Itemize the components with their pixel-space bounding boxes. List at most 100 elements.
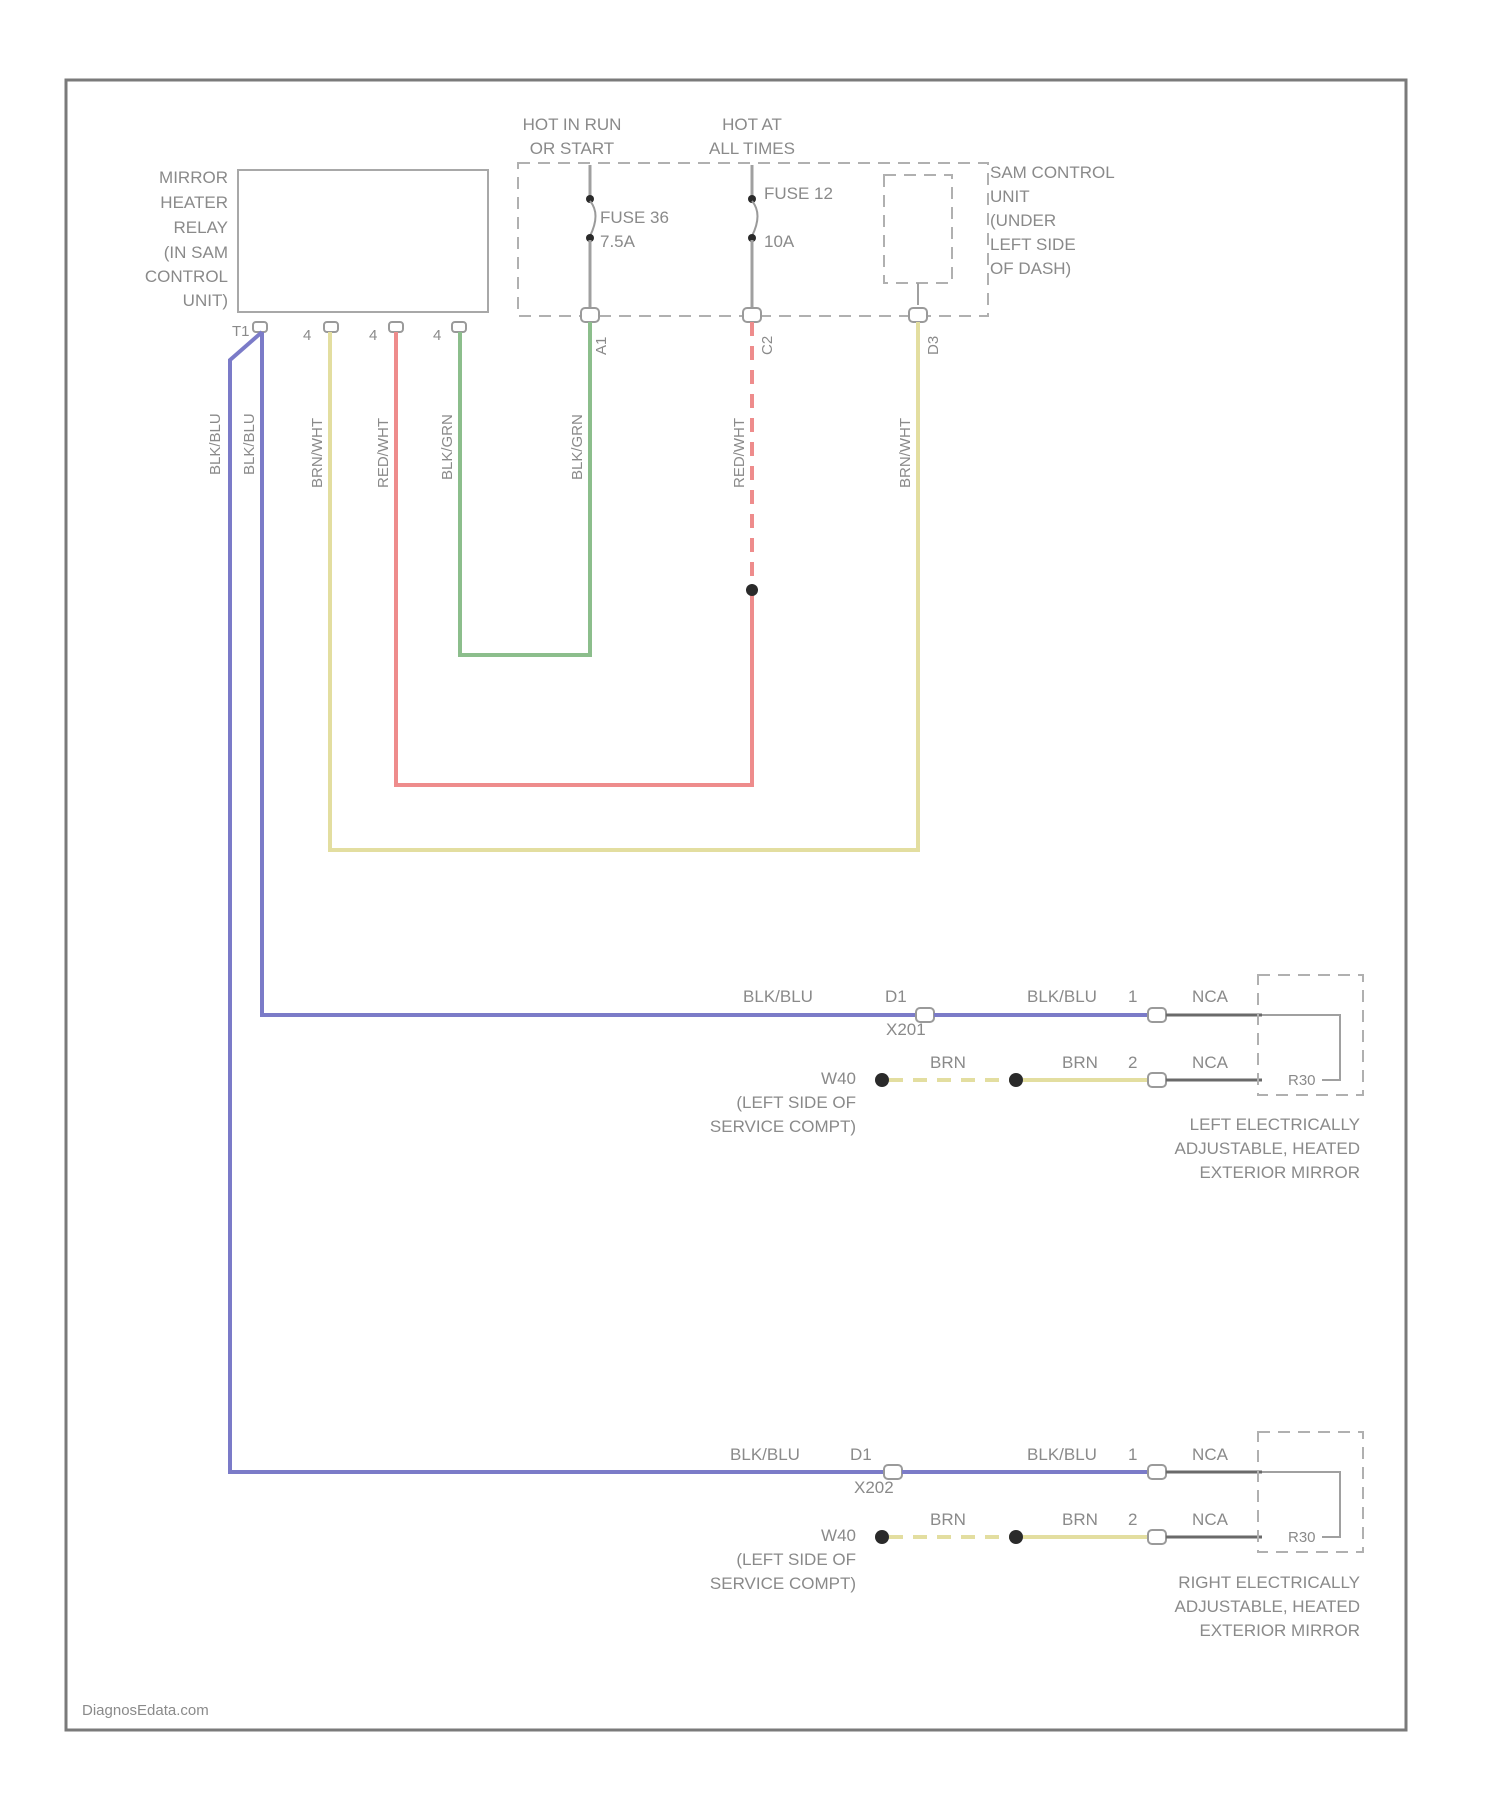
power-labels: HOT IN RUN OR START HOT AT ALL TIMES bbox=[523, 115, 795, 158]
right-conn-name: X202 bbox=[854, 1478, 894, 1497]
sam-label-2: UNIT bbox=[990, 187, 1030, 206]
relay-pin-c-terminal bbox=[452, 322, 466, 332]
left-brn-b: BRN bbox=[1062, 1053, 1098, 1072]
relay-pin-b: 4 bbox=[369, 327, 377, 344]
right-splice bbox=[1009, 1530, 1023, 1544]
left-wire-a-label: BLK/BLU bbox=[743, 987, 813, 1006]
relay-pin-a: 4 bbox=[303, 327, 311, 344]
fuse-12-icon bbox=[752, 201, 758, 236]
left-heater-lead bbox=[1262, 1015, 1340, 1080]
right-nca1: NCA bbox=[1192, 1445, 1229, 1464]
relay-pin-t1: T1 bbox=[232, 323, 250, 340]
fuse-36-rating: 7.5A bbox=[600, 232, 636, 251]
right-brn-b: BRN bbox=[1062, 1510, 1098, 1529]
hot-in-run-line2: OR START bbox=[530, 139, 614, 158]
fuse-12-label: FUSE 12 bbox=[764, 184, 833, 203]
right-heater-lead bbox=[1262, 1472, 1340, 1537]
relay-label-1: MIRROR bbox=[159, 168, 228, 187]
right-mirror-pin1 bbox=[1148, 1465, 1166, 1479]
relay-label-3: RELAY bbox=[174, 218, 229, 237]
hot-in-run-line1: HOT IN RUN bbox=[523, 115, 622, 134]
relay-label-5: CONTROL bbox=[145, 267, 228, 286]
fuse-36-label: FUSE 36 bbox=[600, 208, 669, 227]
right-mirror-pin2 bbox=[1148, 1530, 1166, 1544]
pin-c2-label: C2 bbox=[759, 336, 776, 355]
right-wire-a-label: BLK/BLU bbox=[730, 1445, 800, 1464]
wire-brn-wht bbox=[330, 322, 918, 850]
relay-label-6: UNIT) bbox=[183, 291, 228, 310]
left-mirror-name-1: LEFT ELECTRICALLY bbox=[1190, 1115, 1360, 1134]
left-pin1: 1 bbox=[1128, 987, 1137, 1006]
left-splice bbox=[1009, 1073, 1023, 1087]
pin-c2 bbox=[743, 308, 761, 322]
splice-red-wht bbox=[746, 584, 758, 596]
relay-label-4: (IN SAM bbox=[164, 243, 228, 262]
sam-label-1: SAM CONTROL bbox=[990, 163, 1115, 182]
fuse-12: FUSE 12 10A bbox=[748, 165, 833, 312]
left-conn-name: X201 bbox=[886, 1020, 926, 1039]
right-mirror-name-3: EXTERIOR MIRROR bbox=[1199, 1621, 1360, 1640]
relay-box bbox=[238, 170, 488, 312]
left-mirror-circuit: BLK/BLU D1 X201 BLK/BLU 1 NCA W40 (LEFT … bbox=[710, 975, 1363, 1182]
fuse-12-rating: 10A bbox=[764, 232, 795, 251]
pin-d3 bbox=[909, 308, 927, 322]
right-wire-b-label: BLK/BLU bbox=[1027, 1445, 1097, 1464]
left-ground-label: W40 bbox=[821, 1069, 856, 1088]
right-mirror-name-1: RIGHT ELECTRICALLY bbox=[1178, 1573, 1360, 1592]
right-pin1: 1 bbox=[1128, 1445, 1137, 1464]
sam-label-4: LEFT SIDE bbox=[990, 235, 1076, 254]
left-wire-b-label: BLK/BLU bbox=[1027, 987, 1097, 1006]
wire-label-blk-blu-2: BLK/BLU bbox=[241, 413, 258, 475]
sam-label-5: OF DASH) bbox=[990, 259, 1071, 278]
pin-a1 bbox=[581, 308, 599, 322]
left-mirror-pin1 bbox=[1148, 1008, 1166, 1022]
mirror-heater-relay: MIRROR HEATER RELAY (IN SAM CONTROL UNIT… bbox=[145, 168, 488, 344]
left-ground-desc-2: SERVICE COMPT) bbox=[710, 1117, 856, 1136]
right-mirror-circuit: BLK/BLU D1 X202 BLK/BLU 1 NCA W40 (LEFT … bbox=[710, 1432, 1363, 1640]
wire-red-wht bbox=[396, 332, 752, 785]
sam-module-outline bbox=[884, 175, 952, 283]
fuse-36-icon bbox=[590, 201, 596, 236]
relay-label-2: HEATER bbox=[160, 193, 228, 212]
relay-pin-b-terminal bbox=[389, 322, 403, 332]
left-mirror-name-3: EXTERIOR MIRROR bbox=[1199, 1163, 1360, 1182]
hot-at-all-times-line1: HOT AT bbox=[722, 115, 782, 134]
sam-label-3: (UNDER bbox=[990, 211, 1056, 230]
wire-label-brn-wht-1: BRN/WHT bbox=[309, 418, 326, 488]
wire-blk-grn bbox=[460, 322, 590, 655]
right-mirror-name-2: ADJUSTABLE, HEATED bbox=[1175, 1597, 1360, 1616]
right-ground-label: W40 bbox=[821, 1526, 856, 1545]
left-brn-a: BRN bbox=[930, 1053, 966, 1072]
right-pin2: 2 bbox=[1128, 1510, 1137, 1529]
right-ground-w40 bbox=[875, 1530, 889, 1544]
source-watermark: DiagnosEdata.com bbox=[82, 1702, 209, 1719]
wire-label-blk-grn-2: BLK/GRN bbox=[569, 414, 586, 480]
right-ground-desc-2: SERVICE COMPT) bbox=[710, 1574, 856, 1593]
wire-label-red-wht-1: RED/WHT bbox=[375, 418, 392, 488]
right-ground-desc-1: (LEFT SIDE OF bbox=[736, 1550, 856, 1569]
right-connector-x202 bbox=[884, 1465, 902, 1479]
hot-at-all-times-line2: ALL TIMES bbox=[709, 139, 795, 158]
left-conn-pin: D1 bbox=[885, 987, 907, 1006]
right-brn-a: BRN bbox=[930, 1510, 966, 1529]
left-nca1: NCA bbox=[1192, 987, 1229, 1006]
wire-label-blk-blu-1: BLK/BLU bbox=[207, 413, 224, 475]
fuse-36: FUSE 36 7.5A bbox=[586, 165, 669, 312]
right-conn-pin: D1 bbox=[850, 1445, 872, 1464]
right-heater-element: R30 bbox=[1288, 1529, 1316, 1546]
left-mirror-name-2: ADJUSTABLE, HEATED bbox=[1175, 1139, 1360, 1158]
relay-pin-c: 4 bbox=[433, 327, 441, 344]
pin-d3-label: D3 bbox=[925, 336, 942, 355]
left-ground-desc-1: (LEFT SIDE OF bbox=[736, 1093, 856, 1112]
relay-pin-t1-terminal bbox=[253, 322, 267, 332]
left-pin2: 2 bbox=[1128, 1053, 1137, 1072]
left-mirror-pin2 bbox=[1148, 1073, 1166, 1087]
pin-a1-label: A1 bbox=[593, 337, 610, 355]
right-nca2: NCA bbox=[1192, 1510, 1229, 1529]
sam-control-unit-label: SAM CONTROL UNIT (UNDER LEFT SIDE OF DAS… bbox=[990, 163, 1115, 278]
wire-label-blk-grn-1: BLK/GRN bbox=[439, 414, 456, 480]
wire-label-red-wht-2: RED/WHT bbox=[731, 418, 748, 488]
left-nca2: NCA bbox=[1192, 1053, 1229, 1072]
relay-pin-a-terminal bbox=[324, 322, 338, 332]
